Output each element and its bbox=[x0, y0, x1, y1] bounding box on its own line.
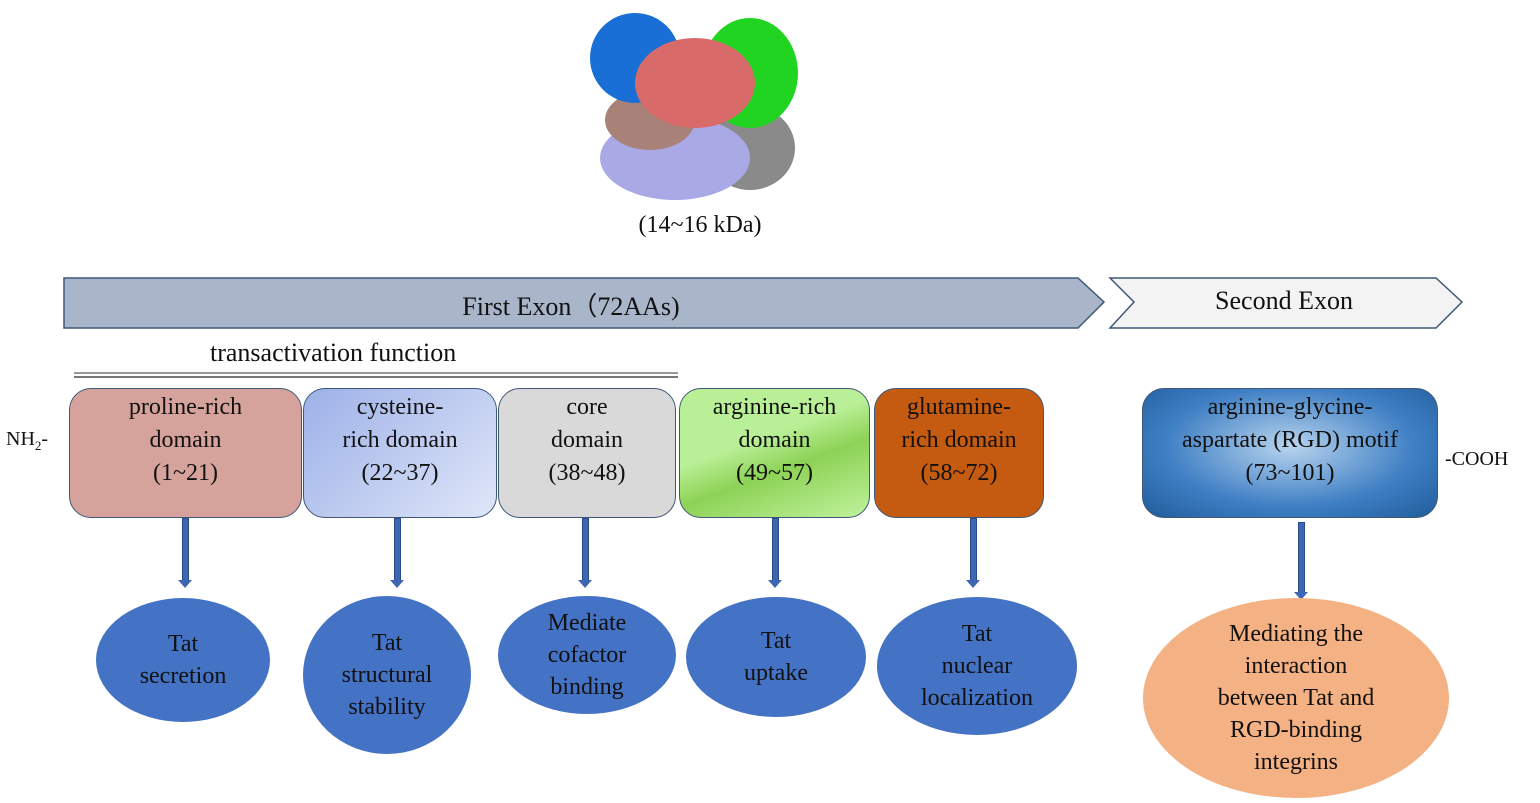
c-terminus-label: -COOH bbox=[1445, 448, 1509, 470]
exon-bar bbox=[63, 277, 1464, 378]
domain-glutamine-rich: glutamine-rich domain(58~72) bbox=[874, 388, 1044, 518]
second-exon-label: Second Exon bbox=[1215, 286, 1353, 315]
transactivation-label: transactivation function bbox=[210, 338, 457, 367]
n-terminus-label: NH2- bbox=[6, 428, 49, 453]
protein-mass-label: (14~16 kDa) bbox=[638, 212, 762, 238]
first-exon-label: First Exon（72AAs) bbox=[462, 292, 680, 321]
arrow-down-icon bbox=[768, 518, 782, 588]
arrow-down-icon bbox=[178, 518, 192, 588]
protein-structure-image bbox=[590, 13, 798, 200]
protein-blob-salmon bbox=[635, 38, 755, 128]
second-exon-arrow bbox=[1108, 277, 1464, 329]
arrow-down-icon bbox=[390, 518, 404, 588]
arrow-down-icon bbox=[578, 518, 592, 588]
domain-cysteine-rich: cysteine-rich domain(22~37) bbox=[303, 388, 497, 518]
domain-rgd-motif: arginine-glycine-aspartate (RGD) motif(7… bbox=[1142, 388, 1438, 518]
arrow-down-icon bbox=[966, 518, 980, 588]
arrow-down-icon bbox=[1294, 522, 1308, 600]
first-exon-arrow bbox=[63, 277, 1106, 329]
